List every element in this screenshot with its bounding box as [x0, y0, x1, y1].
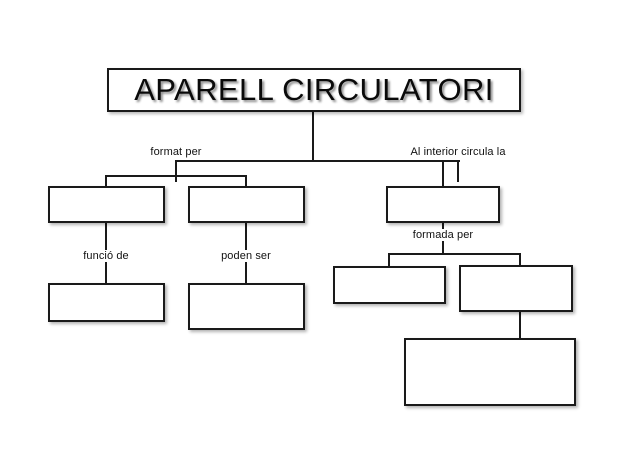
edge-label-formada-per: formada per	[409, 229, 477, 241]
node-tipus[interactable]	[188, 283, 305, 330]
connector-main-split-bar	[176, 160, 460, 162]
connector-right-split-to-component-a	[388, 253, 390, 267]
connector-right-split-to-component-b	[519, 253, 521, 266]
node-cor[interactable]	[188, 186, 305, 223]
title-box[interactable]: APARELL CIRCULATORI	[107, 68, 521, 112]
edge-label-format-per: format per	[147, 146, 205, 158]
node-component-a[interactable]	[333, 266, 446, 304]
node-vasos[interactable]	[48, 186, 165, 223]
page-title: APARELL CIRCULATORI	[134, 72, 494, 107]
node-component-b[interactable]	[459, 265, 573, 312]
connector-left-split-bar	[106, 175, 247, 177]
connector-component-b-to-subcomponent	[519, 312, 521, 339]
node-sang[interactable]	[386, 186, 500, 223]
connector-al-interior-to-sang	[442, 160, 444, 187]
connector-left-split-to-box2	[245, 175, 247, 187]
connector-right-split-bar	[388, 253, 521, 255]
connector-left-split-to-box1	[105, 175, 107, 187]
connector-al-interior-jog	[442, 160, 459, 162]
edge-label-al-interior-circula-la: Al interior circula la	[407, 146, 509, 158]
edge-label-poden-ser: poden ser	[218, 250, 274, 262]
node-subcomponent[interactable]	[404, 338, 576, 406]
edge-label-funcio-de: funció de	[80, 250, 132, 262]
connector-to-al-interior	[457, 160, 459, 182]
node-funcio[interactable]	[48, 283, 165, 322]
connector-format-per-down	[175, 160, 177, 176]
connector-title-trunk	[312, 112, 314, 161]
